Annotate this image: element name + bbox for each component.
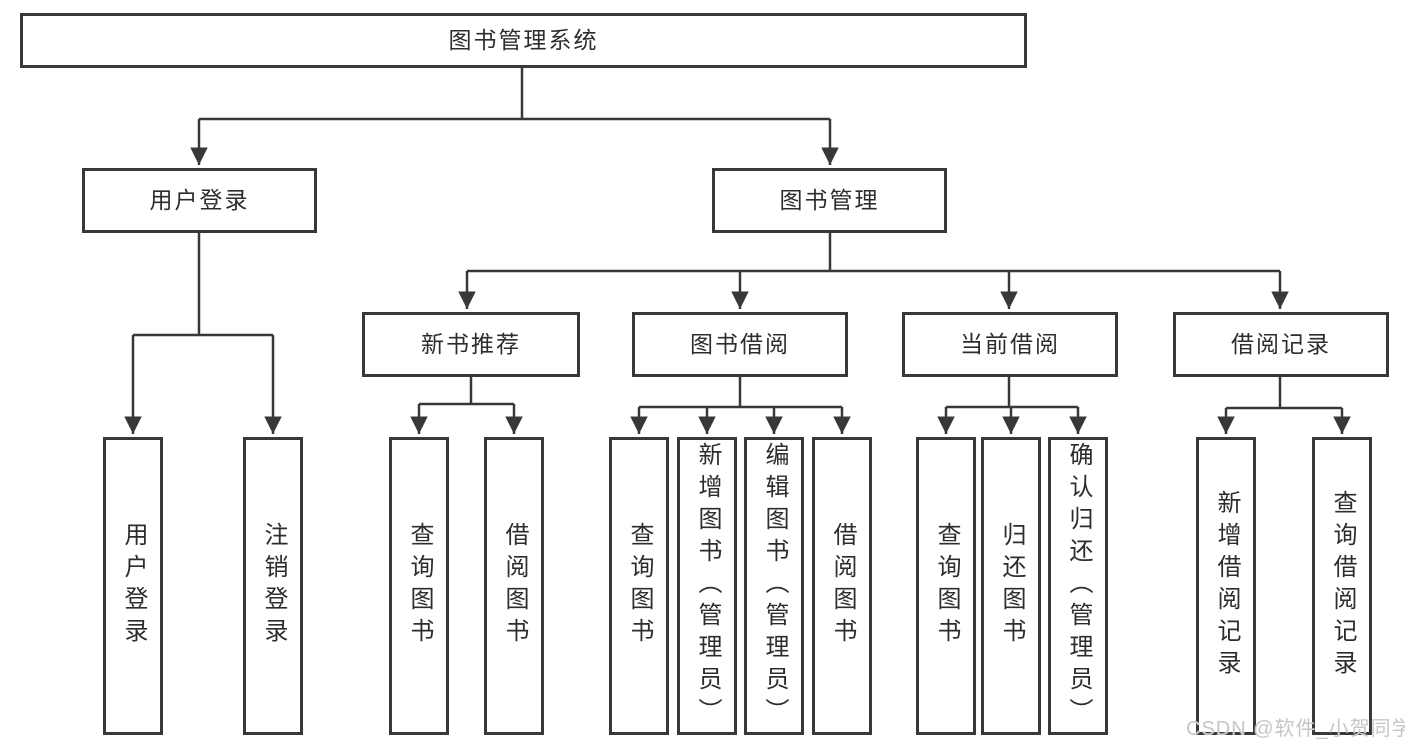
- node-current-borrow: 当前借阅: [902, 312, 1118, 377]
- leaf-query-books-borrow: 查询图书: [609, 437, 669, 735]
- leaf-query-borrow-record: 查询借阅记录: [1312, 437, 1372, 735]
- leaf-logout: 注销登录: [243, 437, 303, 735]
- node-new-book-recommend: 新书推荐: [362, 312, 580, 377]
- edge-group-new-book-recommend: [410, 377, 523, 434]
- leaf-borrow-books-recommend: 借阅图书: [484, 437, 544, 735]
- node-book-borrow: 图书借阅: [632, 312, 848, 377]
- edge-group-current-borrow: [937, 377, 1087, 434]
- leaf-add-book-admin: 新增图书（管理员）: [677, 437, 737, 735]
- edge-group-borrow-records: [1217, 377, 1351, 434]
- edge-group-user-login: [124, 233, 282, 434]
- edge-group-book-borrow: [630, 377, 851, 434]
- csdn-watermark: CSDN @软件_小贺同学: [1186, 718, 1405, 740]
- leaf-user-login: 用户登录: [103, 437, 163, 735]
- node-book-management: 图书管理: [712, 168, 947, 233]
- node-borrow-records: 借阅记录: [1173, 312, 1389, 377]
- leaf-return-book: 归还图书: [981, 437, 1041, 735]
- edge-group-root: [190, 68, 839, 165]
- leaf-borrow-books: 借阅图书: [812, 437, 872, 735]
- leaf-query-books-recommend: 查询图书: [389, 437, 449, 735]
- leaf-query-books-current: 查询图书: [916, 437, 976, 735]
- edge-group-book-management: [458, 233, 1289, 309]
- leaf-edit-book-admin: 编辑图书（管理员）: [744, 437, 804, 735]
- leaf-add-borrow-record: 新增借阅记录: [1196, 437, 1256, 735]
- leaf-confirm-return-admin: 确认归还（管理员）: [1048, 437, 1108, 735]
- node-library-management-system: 图书管理系统: [20, 13, 1027, 68]
- node-user-login: 用户登录: [82, 168, 317, 233]
